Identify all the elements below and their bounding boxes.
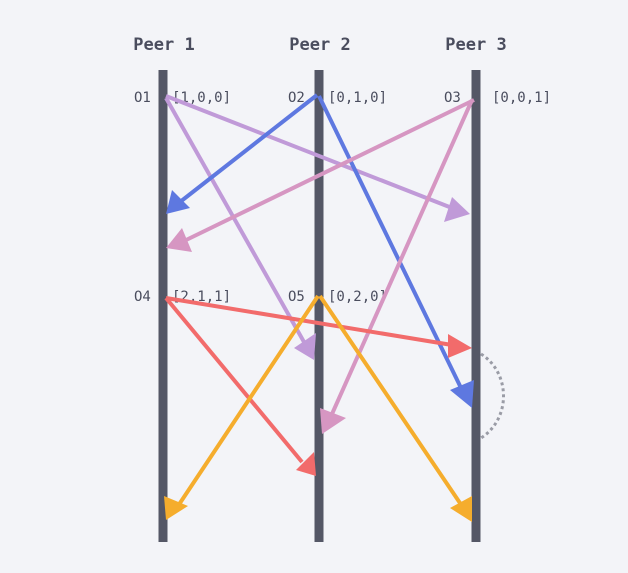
o3-to-peer-1-arrowhead: [166, 228, 192, 252]
op-o2-name: O2: [288, 90, 305, 106]
op-o1-name: O1: [134, 90, 151, 106]
o4-to-peer-3-arrowhead: [448, 334, 472, 358]
op-o3-name: O3: [444, 90, 461, 106]
peer-2-title: Peer 2: [289, 35, 350, 55]
o4-to-peer-2-arrow: [164, 296, 304, 464]
o5-to-peer-3-arrow: [318, 294, 464, 508]
o2-to-peer-1-arrowhead: [166, 190, 190, 214]
op-o4-name: O4: [134, 289, 151, 305]
o4-to-peer-2-arrowhead: [296, 452, 316, 476]
o3-messages: [166, 98, 475, 434]
concurrency-arc: [480, 352, 505, 440]
op-o2-clock: [0,1,0]: [328, 90, 387, 106]
o1-to-peer-3-arrowhead: [444, 197, 470, 222]
o1-to-peer-2-arrow: [164, 97, 306, 343]
op-o5-clock: [0,2,0]: [328, 289, 387, 305]
o2-to-peer-1-arrow: [178, 93, 319, 204]
o5-to-peer-1-arrow: [176, 294, 320, 508]
o2-to-peer-3-arrowhead: [450, 380, 474, 408]
o5-messages: [164, 294, 472, 522]
o4-to-peer-3-arrow: [165, 296, 453, 347]
op-o5-name: O5: [288, 289, 305, 305]
peer-1-title: Peer 1: [133, 35, 194, 55]
o1-messages: [164, 94, 470, 360]
o5-to-peer-3-arrowhead: [450, 496, 472, 522]
peer-3-title: Peer 3: [445, 35, 506, 55]
o3-to-peer-1-arrow: [181, 98, 475, 244]
o3-to-peer-2-arrowhead: [320, 408, 346, 434]
o1-to-peer-3-arrow: [165, 94, 453, 210]
o4-messages: [164, 296, 472, 476]
o1-to-peer-2-arrowhead: [294, 333, 316, 360]
o3-to-peer-2-arrow: [330, 99, 474, 415]
op-o3-clock: [0,0,1]: [492, 90, 551, 106]
o5-to-peer-1-arrowhead: [164, 496, 188, 520]
